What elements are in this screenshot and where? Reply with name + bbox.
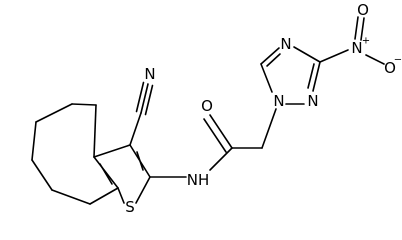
atom-label-amide-o: O: [201, 97, 213, 115]
bond-ring7-e: [31, 159, 53, 191]
bond-nitro-o-right: [365, 54, 385, 65]
bond-thio-c2-c2-inner: [136, 151, 144, 171]
bond-nitro-o-top-2: [354, 16, 359, 40]
bond-c3-nitro-n: [319, 49, 349, 63]
charge-nitro-o-minus: −: [394, 55, 402, 66]
atom-label-nitro-o-top: O: [357, 1, 369, 19]
bond-cyano-triple-2: [135, 81, 145, 113]
bond-nh-carbonyl: [209, 147, 233, 171]
bond-thio-c8a-c3a-inner: [99, 163, 113, 185]
bond-ring7-f: [51, 189, 91, 205]
atom-label-nitro-n: N: [351, 39, 362, 57]
bond-ring7-a: [93, 104, 97, 158]
bond-tri-c5-n4: [260, 47, 280, 65]
bond-carbonyl-o-1: [209, 114, 233, 149]
atom-label-thiophene-s: S: [125, 198, 135, 216]
bonds: [31, 16, 385, 205]
bond-ring7-d: [31, 121, 37, 161]
bond-thio-c2-s: [135, 176, 151, 204]
charge-nitro-n-plus: +: [362, 36, 370, 47]
atom-label-triazole-n2: N: [307, 92, 318, 110]
bond-cyano-triple-1: [140, 83, 149, 114]
bond-ring7-c: [35, 103, 73, 123]
bond-tri-c3-n2-inner: [307, 63, 315, 89]
atom-label-triazole-n4: N: [280, 35, 291, 53]
atom-label-cyano-n: N: [144, 65, 155, 83]
bond-carbonyl-o-2: [203, 118, 227, 153]
bond-nitro-o-top: [360, 17, 365, 41]
bond-thio-c3a-c3: [93, 144, 131, 158]
bond-tri-n1-c5: [260, 63, 273, 93]
bond-tri-n4-c3: [293, 46, 321, 63]
bond-tri-c3-n2: [312, 61, 321, 92]
atom-label-amide-nh: NH: [187, 171, 210, 189]
atom-label-triazole-n1: N: [273, 92, 284, 110]
atom-label-nitro-o-right: O: [384, 59, 396, 77]
bond-ring7-g: [89, 187, 119, 205]
bond-ring7-b: [71, 103, 97, 106]
bond-thio-s-c8a: [117, 187, 125, 204]
bond-cyano-triple-3: [144, 84, 154, 116]
atom-labels: N O NH S N N N N + O O −: [125, 1, 402, 216]
bond-ch2-n1: [261, 108, 277, 149]
bond-tri-c5-n4-inner: [266, 53, 281, 67]
bond-cyano-c: [129, 112, 142, 146]
molecule-structure: N O NH S N N N N + O O −: [31, 1, 402, 216]
